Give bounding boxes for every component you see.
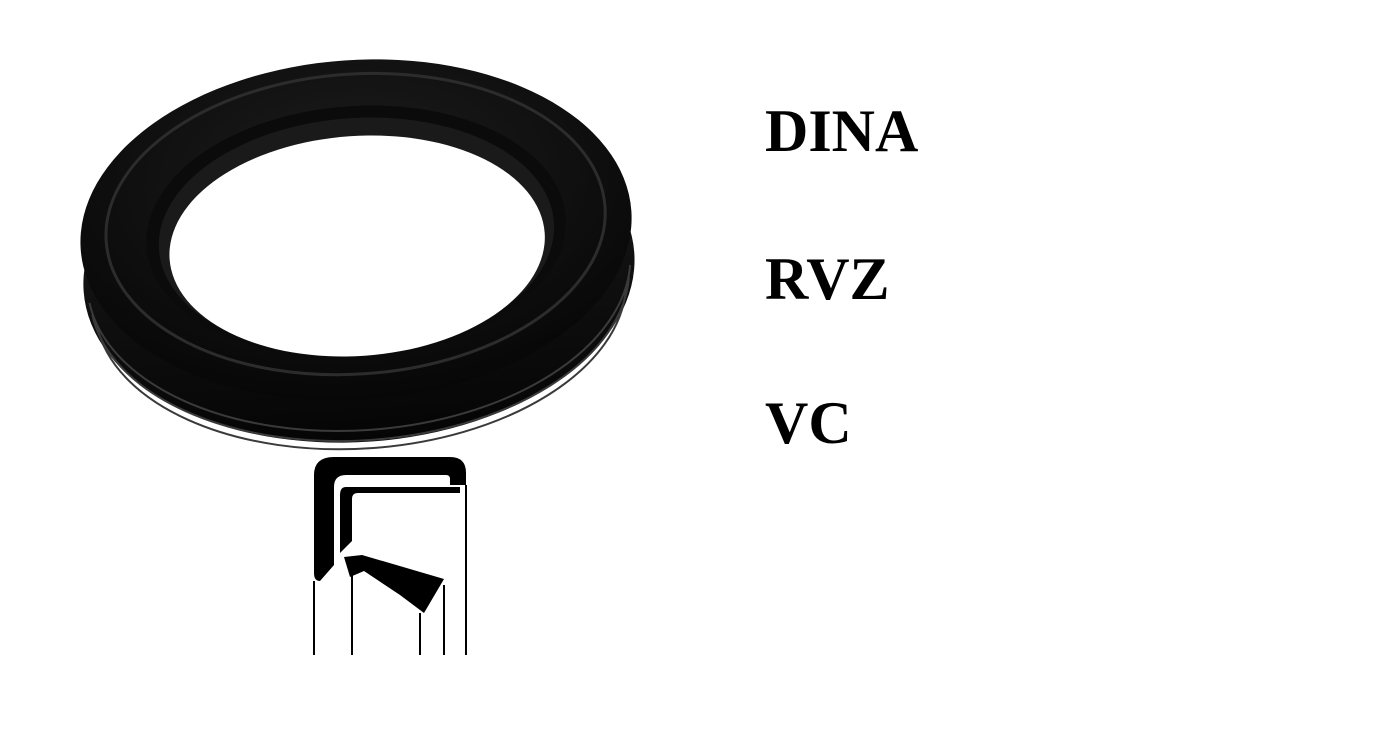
seal-code-dina: DINA [765, 98, 919, 164]
seal-code-rvz: RVZ [765, 246, 890, 312]
seal-cross-section-drawing [313, 457, 467, 655]
oil-seal-ring-image [80, 59, 635, 451]
seal-code-vc: VC [765, 390, 852, 456]
